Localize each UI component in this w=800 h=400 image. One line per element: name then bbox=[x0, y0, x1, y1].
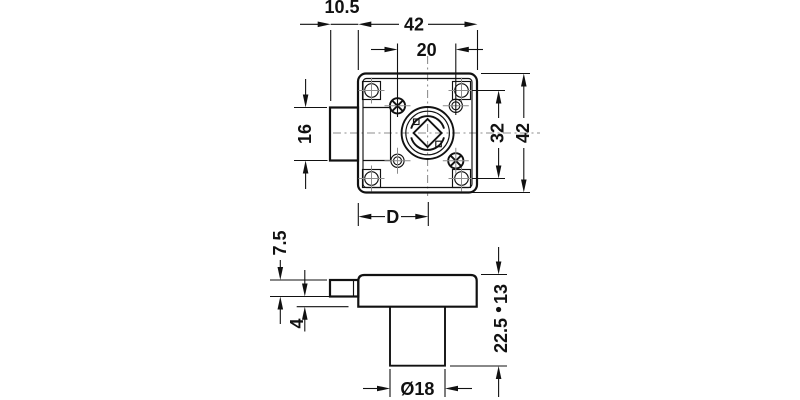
dim-label-bolt-throw: 7.5 bbox=[270, 230, 290, 255]
arrowhead bbox=[302, 306, 308, 320]
dim-bolt-step: 4 bbox=[287, 270, 349, 332]
arrowhead bbox=[495, 165, 502, 179]
dim-label-cylinder-diameter: Ø18 bbox=[400, 379, 434, 399]
arrowhead bbox=[415, 213, 429, 220]
arrowhead bbox=[464, 21, 478, 28]
hole-crosshair-ticks bbox=[358, 77, 475, 192]
front-view: 10.5 42 20 16 bbox=[294, 0, 540, 227]
arrowhead bbox=[445, 385, 458, 392]
bolt-side bbox=[328, 278, 360, 298]
dim-label-bolt-step: 4 bbox=[287, 318, 307, 328]
bolt-front bbox=[328, 106, 360, 162]
arrowhead bbox=[302, 283, 308, 297]
dim-label-body-height: 42 bbox=[513, 123, 533, 143]
arrowhead bbox=[521, 73, 527, 87]
dim-backset: D bbox=[357, 202, 429, 227]
dim-label-housing-depth: 13 bbox=[491, 284, 511, 304]
arrowhead bbox=[495, 261, 502, 275]
dim-bolt-throw: 7.5 bbox=[270, 230, 330, 324]
boss-inner-circle bbox=[405, 110, 450, 156]
arrowhead bbox=[277, 296, 284, 310]
dim-screw-spacing: 20 bbox=[371, 40, 483, 117]
side-view: 7.5 4 13 22.5 bbox=[270, 230, 511, 399]
dim-label-backset: D bbox=[386, 207, 399, 227]
dim-bolt-offset-and-width: 10.5 42 bbox=[300, 0, 479, 101]
lock-body-inner-outline bbox=[362, 77, 473, 189]
chain-dimension-dot bbox=[496, 306, 502, 313]
dim-label-screw-spacing: 20 bbox=[417, 40, 437, 60]
dim-label-bolt-offset: 10.5 bbox=[324, 0, 359, 17]
arrowhead bbox=[302, 160, 309, 174]
dim-depth-chain: 13 22.5 bbox=[450, 247, 511, 397]
arrowhead bbox=[384, 46, 398, 53]
dim-hole-spacing: 32 bbox=[472, 89, 508, 180]
dim-body-height: 42 bbox=[460, 72, 533, 194]
ring-notch bbox=[435, 140, 442, 148]
dim-label-bolt-height: 16 bbox=[295, 124, 315, 144]
arrowhead bbox=[277, 267, 284, 280]
cylinder-profile bbox=[389, 306, 446, 367]
boss-outer-circle bbox=[400, 106, 455, 160]
arrowhead bbox=[358, 213, 372, 220]
ring-notch bbox=[412, 118, 420, 126]
arrowhead bbox=[455, 46, 469, 53]
housing-profile bbox=[357, 273, 478, 308]
arrowhead bbox=[302, 94, 309, 108]
spindle-boss bbox=[400, 106, 455, 160]
arrowhead bbox=[521, 179, 527, 193]
arrowhead bbox=[377, 385, 390, 392]
corner-mounting-holes bbox=[358, 77, 475, 192]
dim-bolt-height: 16 bbox=[294, 79, 328, 189]
dim-label-total-depth: 22.5 bbox=[491, 318, 511, 353]
dim-label-body-width: 42 bbox=[404, 14, 424, 34]
arrowhead bbox=[495, 366, 502, 379]
arrowhead bbox=[358, 21, 372, 28]
arrowhead bbox=[317, 21, 331, 28]
dim-cylinder-diameter: Ø18 bbox=[363, 369, 472, 399]
arrowhead bbox=[495, 90, 502, 104]
spindle-square-hole bbox=[412, 117, 443, 149]
dim-label-hole-spacing: 32 bbox=[488, 123, 508, 143]
